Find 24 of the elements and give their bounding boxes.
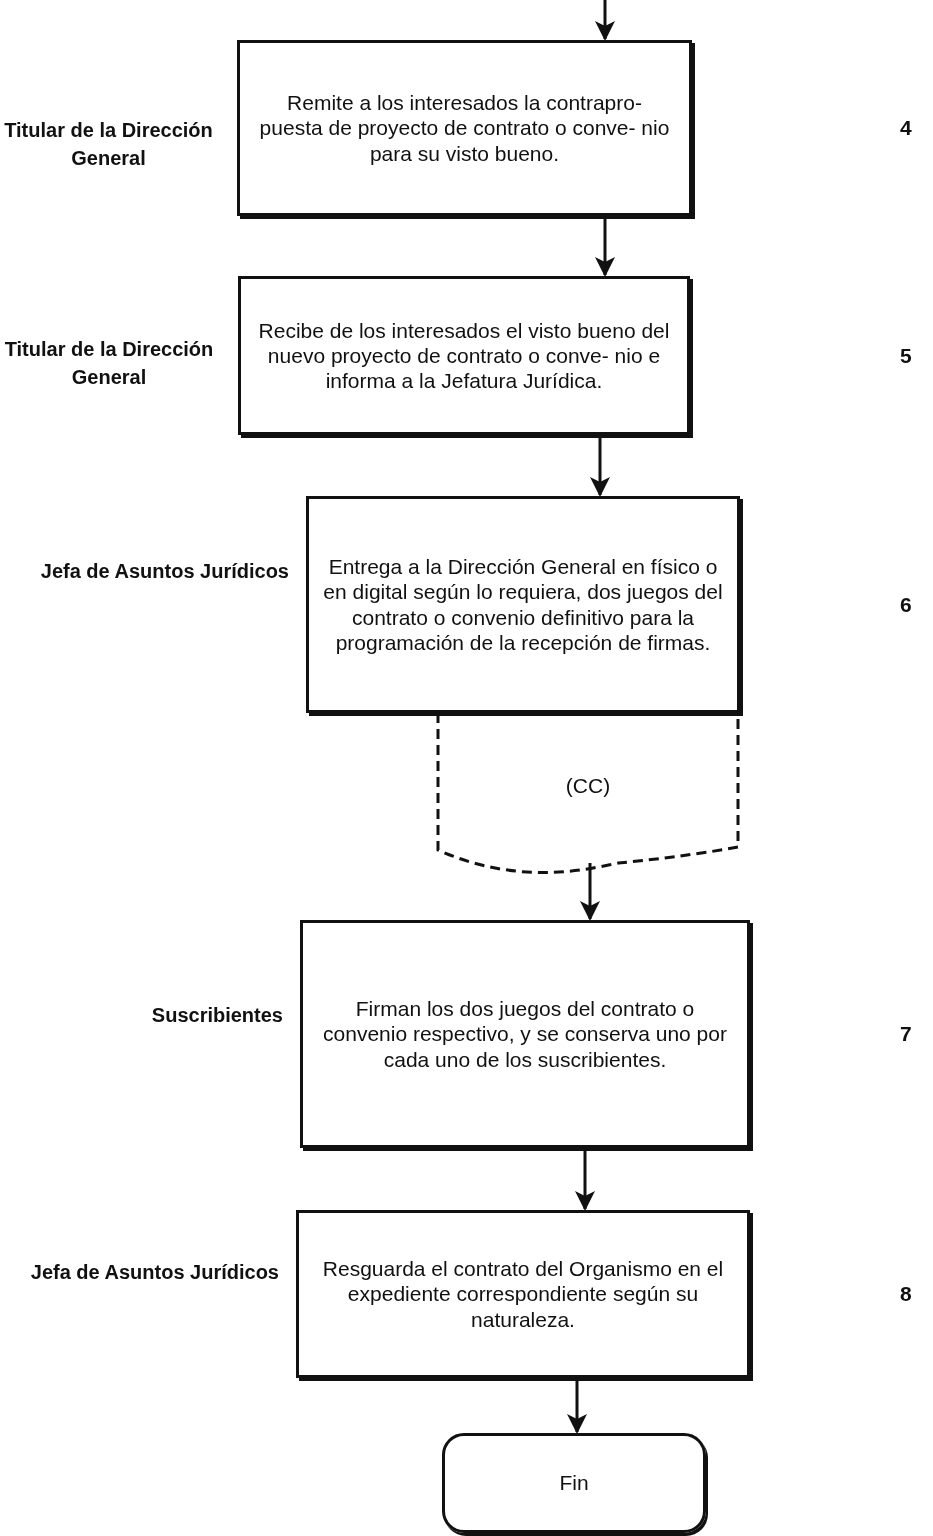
role-label: Titular de la Dirección General — [3, 337, 215, 390]
step-text: Fin — [558, 1470, 590, 1496]
arrow — [595, 219, 615, 277]
role-label: Jefa de Asuntos Jurídicos — [40, 559, 289, 584]
role-label: Suscribientes — [151, 1003, 283, 1028]
arrow — [595, 0, 615, 41]
arrow — [590, 438, 610, 497]
step-text: Entrega a la Dirección General en físico o en digital según lo requiera, dos juegos del contrato o convenio definitivo para la programación de la recepción de firmas. — [322, 554, 724, 655]
step-number: 4 — [900, 116, 912, 140]
step-number: 5 — [900, 343, 912, 368]
terminator-box — [442, 1433, 706, 1533]
role-label: Jefa de Asuntos Jurídicos — [30, 1260, 279, 1285]
step-number: 7 — [900, 1022, 912, 1046]
step-text: Remite a los interesados la contrapro- puesta de proyecto de contrato o conve- nio para su visto bueno. — [258, 90, 671, 166]
document-label: (CC) — [564, 773, 612, 799]
arrow — [580, 863, 600, 921]
arrow — [567, 1381, 587, 1434]
step-text: Firman los dos juegos del contrato o convenio respectivo, y se conserva uno por cada uno de los suscribientes. — [322, 996, 728, 1072]
step-text: Recibe de los interesados el visto bueno del nuevo proyecto de contrato o conve- nio e informa a la Jefatura Jurídica. — [257, 317, 671, 394]
step-number: 6 — [900, 592, 912, 617]
role-label: Titular de la Dirección General — [3, 118, 214, 171]
step-number: 8 — [900, 1282, 912, 1306]
step-text: Resguarda el contrato del Organismo en el expediente correspondiente según su naturaleza. — [321, 1256, 725, 1332]
arrow — [575, 1151, 595, 1211]
